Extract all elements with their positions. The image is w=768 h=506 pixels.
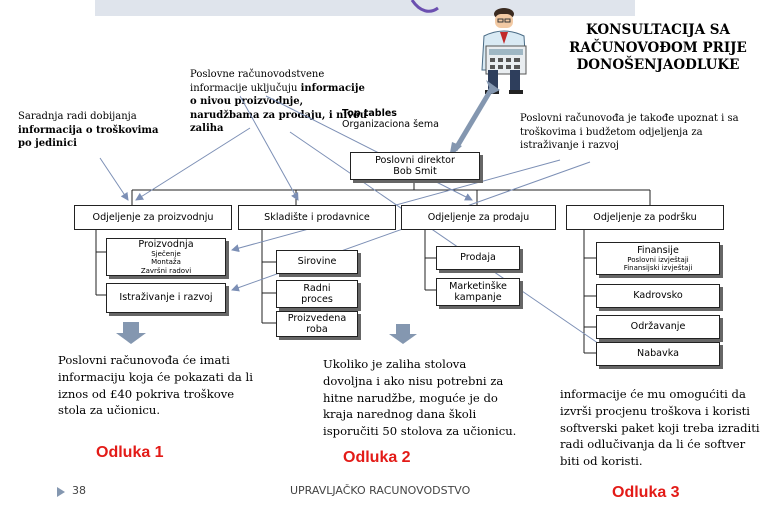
page-number: 38 xyxy=(72,484,86,497)
director-name: Bob Smit xyxy=(393,166,437,177)
department-support: Odjeljenje za podršku xyxy=(566,205,724,230)
banner-swoosh-icon xyxy=(410,0,439,13)
unit-production-label: Proizvodnja xyxy=(138,239,194,251)
outcome-text-2: Ukoliko je zaliha stolova dovoljna i ako… xyxy=(323,357,517,439)
decision-label-3: Odluka 3 xyxy=(612,484,680,501)
decision-label-1: Odluka 1 xyxy=(96,444,164,461)
note-unit-costs: Saradnja radi dobijanja informacija o tr… xyxy=(18,110,168,151)
unit-procurement: Nabavka xyxy=(596,342,720,366)
org-chart-caption: Top tables Organizaciona šema xyxy=(342,108,439,131)
note-rd-budget: Poslovni računovođa je takođe upoznat i … xyxy=(520,113,739,151)
accountant-illustration-icon xyxy=(481,8,527,94)
unit-production-sub: Montaža xyxy=(151,258,181,267)
org-chart-caption-title: Top tables xyxy=(342,108,397,119)
unit-raw-materials: Sirovine xyxy=(276,250,358,274)
unit-finished-goods: Proizvedena roba xyxy=(276,311,358,337)
org-chart-caption-subtitle: Organizaciona šema xyxy=(342,119,439,131)
note-accounting-info: Poslovne računovodstvene informacije ukl… xyxy=(190,68,370,136)
header-title-line: KONSULTACIJA SA xyxy=(585,22,730,38)
unit-finance: Finansije Poslovni izvještaji Finansijsk… xyxy=(596,242,720,275)
director-box: Poslovni direktor Bob Smit xyxy=(350,152,480,180)
note-accounting-info-bold: informacije o nivou proizvodnje, narudžb… xyxy=(190,82,367,135)
unit-work-in-process: Radni proces xyxy=(276,280,358,308)
unit-production-sub: Završni radovi xyxy=(140,266,192,275)
header-title-line: DONOŠENJAODLUKE xyxy=(576,57,740,74)
unit-production-sub: Sječenje xyxy=(151,250,181,259)
header-title-line: RAČUNOVOĐOM PRIJE xyxy=(569,39,747,56)
unit-maintenance: Održavanje xyxy=(596,315,720,339)
unit-sales: Prodaja xyxy=(436,246,520,270)
unit-finance-sub: Finansijski izvještaji xyxy=(623,264,693,273)
unit-marketing-campaigns: Marketinške kampanje xyxy=(436,278,520,306)
unit-production: Proizvodnja Sječenje Montaža Završni rad… xyxy=(106,238,226,276)
unit-human-resources: Kadrovsko xyxy=(596,284,720,308)
footer-course-title: UPRAVLJAČKO RACUNOVODSTVO xyxy=(290,484,471,497)
director-title: Poslovni direktor xyxy=(375,154,455,166)
header-title: KONSULTACIJA SA RAČUNOVOĐOM PRIJE DONOŠE… xyxy=(560,22,756,75)
department-warehouse: Skladište i prodavnice xyxy=(238,205,396,230)
department-sales: Odjeljenje za prodaju xyxy=(401,205,556,230)
note-accounting-info-plain: Poslovne računovodstvene informacije ukl… xyxy=(190,69,325,94)
outcome-text-3: informacije će mu omogućiti da izvrši pr… xyxy=(560,387,760,469)
unit-research-development: Istraživanje i razvoj xyxy=(106,283,226,313)
note-unit-costs-plain: Saradnja radi dobijanja xyxy=(18,111,137,122)
unit-finance-label: Finansije xyxy=(637,244,679,256)
note-unit-costs-bold: informacija o troškovima po jedinici xyxy=(18,124,159,150)
unit-finance-sub: Poslovni izvještaji xyxy=(627,255,689,264)
outcome-text-1: Poslovni računovođa će imati informaciju… xyxy=(58,353,253,418)
decision-label-2: Odluka 2 xyxy=(343,449,411,466)
department-production: Odjeljenje za proizvodnju xyxy=(74,205,232,230)
footer-bullet-icon xyxy=(57,487,65,497)
